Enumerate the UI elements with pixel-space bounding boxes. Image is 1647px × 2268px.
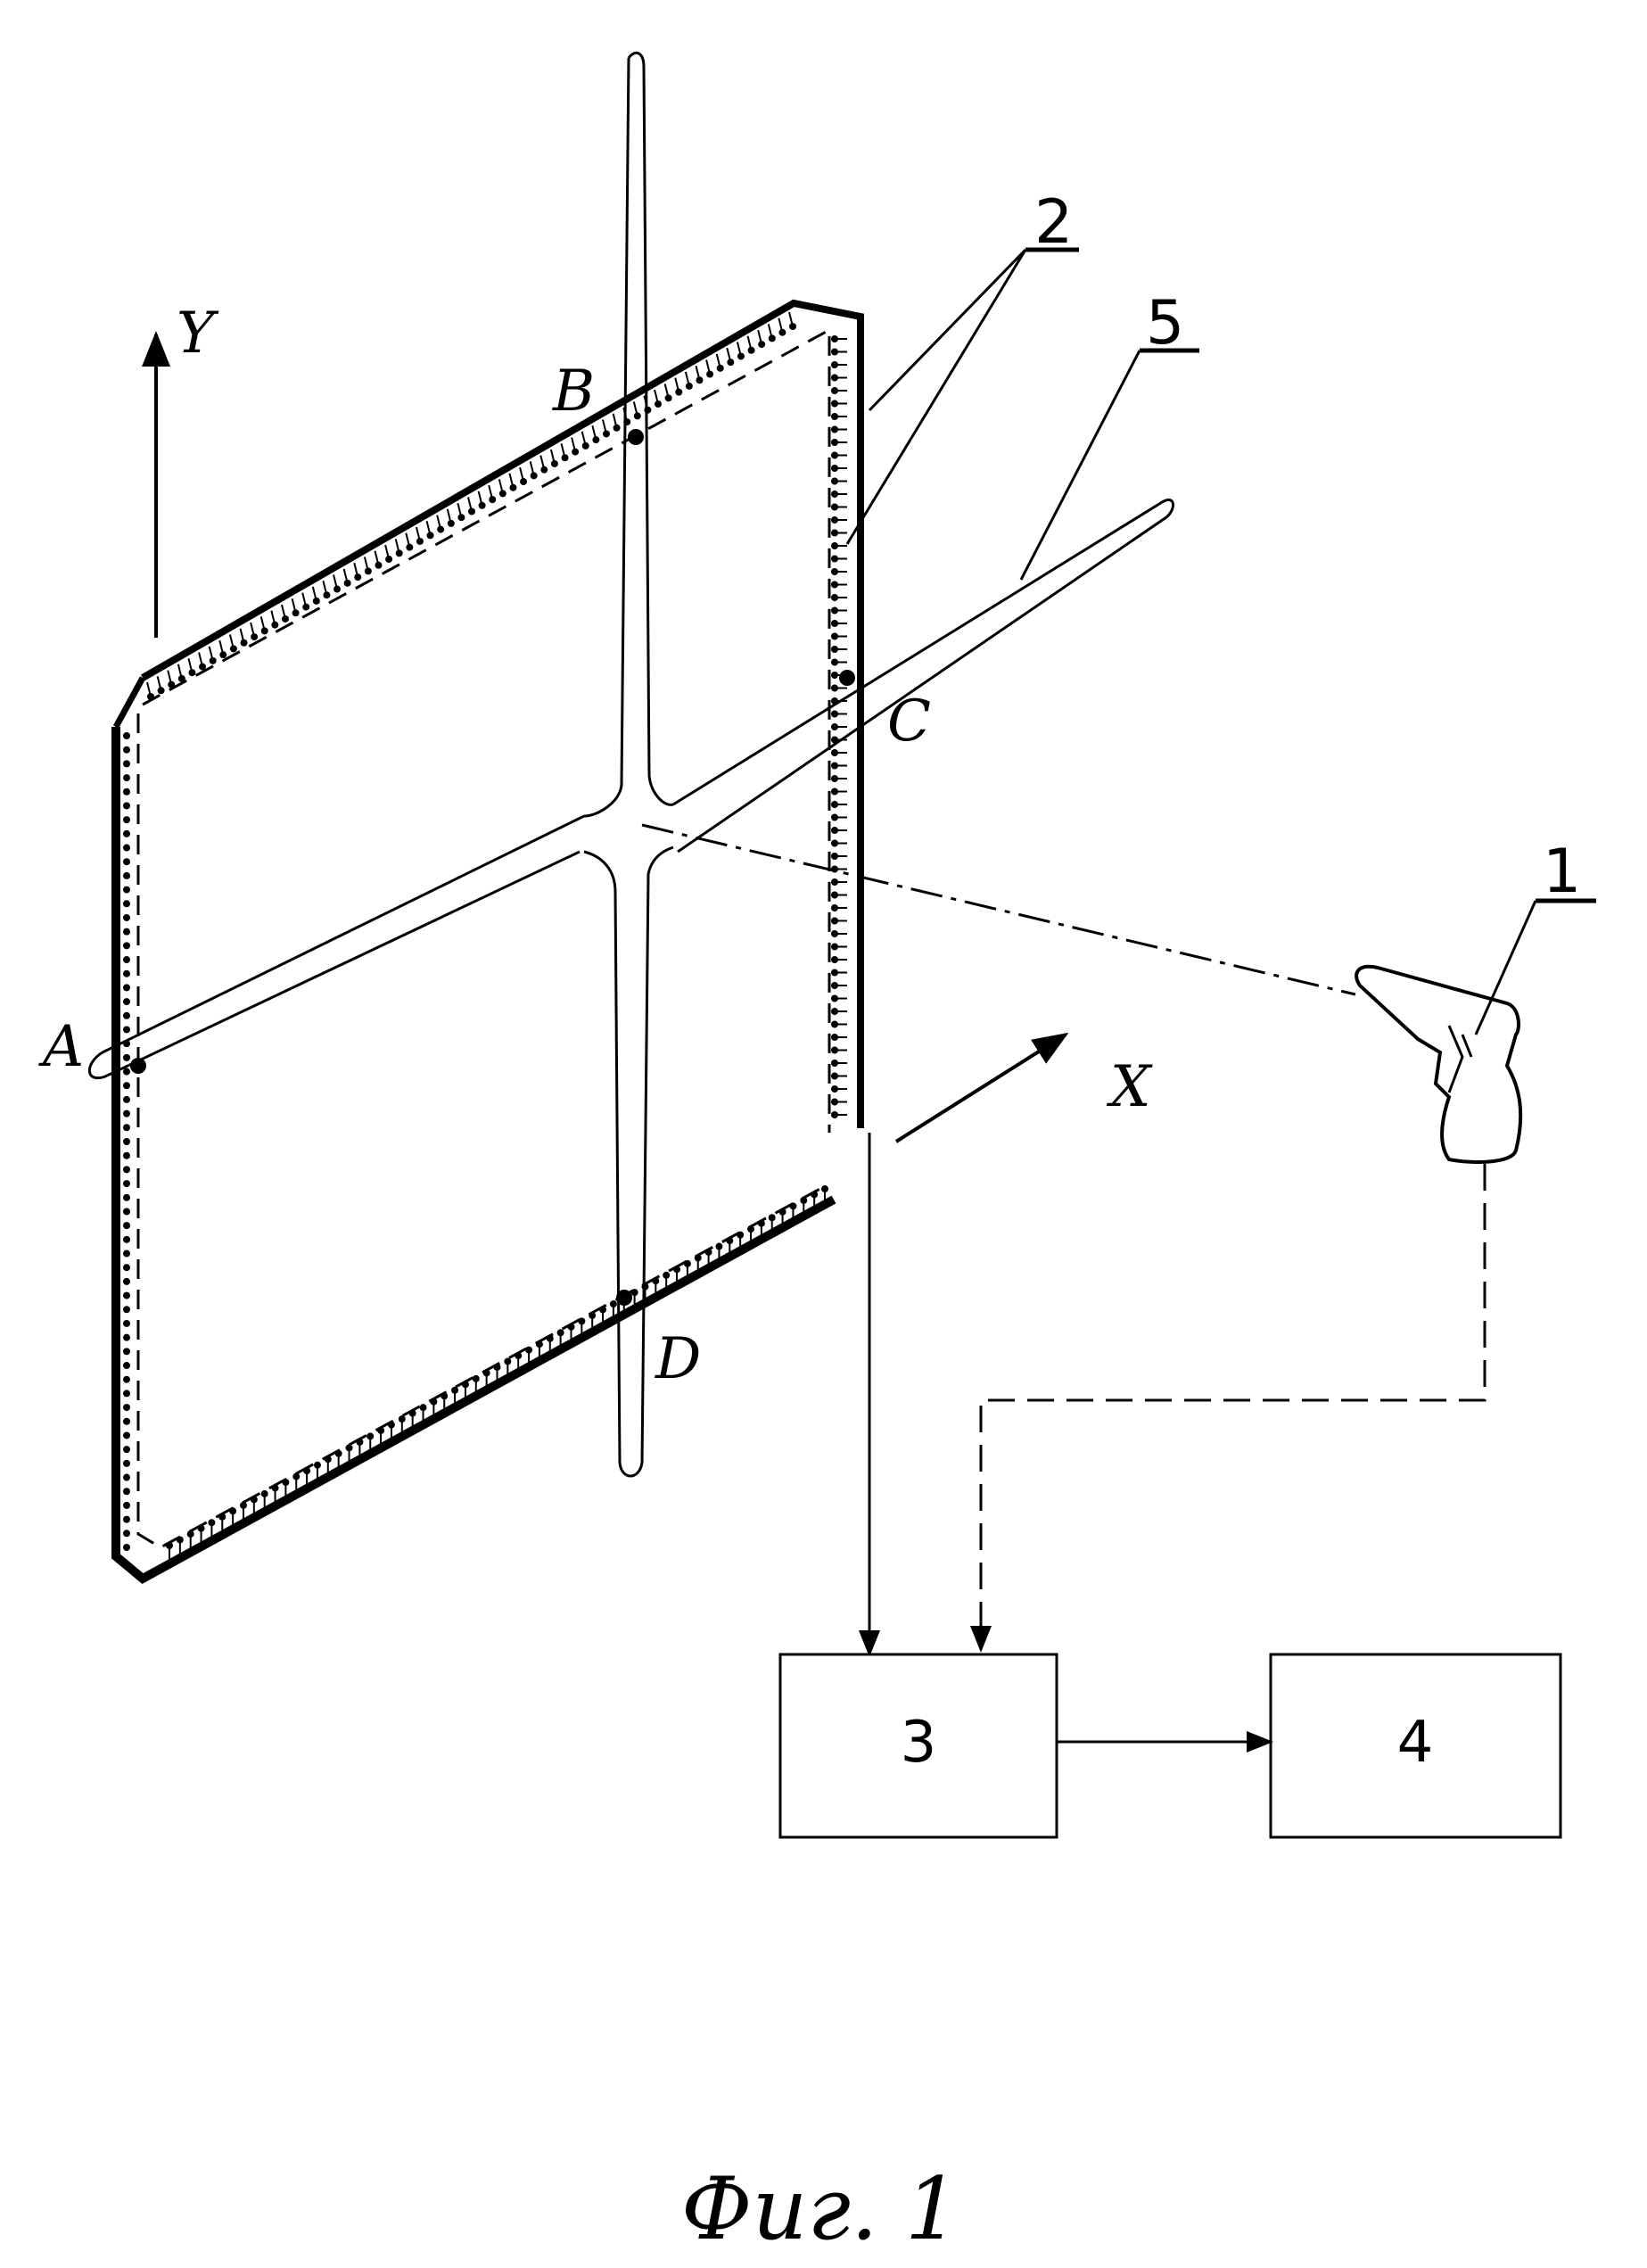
sensor-dot	[123, 788, 130, 796]
sensor-dot	[123, 845, 130, 852]
sensor-dot	[123, 1460, 130, 1467]
y-axis-label: Y	[177, 301, 219, 367]
point-c-dot	[839, 670, 855, 686]
point-b-dot	[628, 429, 644, 445]
sensor-dot	[123, 1068, 130, 1076]
sensor-dot	[123, 1194, 130, 1201]
sensor-dot	[123, 1124, 130, 1131]
sensor-dot	[123, 1180, 130, 1187]
sensor-dot	[123, 1431, 130, 1439]
block-3-label: 3	[901, 1710, 937, 1776]
point-c-label: C	[887, 689, 931, 755]
sensor-dot	[123, 956, 130, 963]
sensor-dot	[123, 1334, 130, 1341]
sensor-dot	[123, 1404, 130, 1411]
sensor-dot	[123, 830, 130, 837]
point-d-dot	[616, 1290, 632, 1306]
callout-2: 2	[847, 187, 1079, 544]
sensor-dot	[123, 1292, 130, 1299]
target-frame	[116, 303, 861, 1579]
sensor-dot	[123, 1306, 130, 1313]
sensor-dot	[123, 1026, 130, 1033]
sensor-dot	[123, 732, 130, 739]
sensor-dot	[123, 1054, 130, 1061]
sensor-dot	[123, 914, 130, 921]
sensor-dot	[123, 887, 130, 894]
sensor-dot	[123, 1250, 130, 1258]
gun-signal-line	[981, 1164, 1485, 1650]
callout-5: 5	[1021, 288, 1199, 580]
sensor-dot	[123, 1278, 130, 1285]
x-axis-label: X	[1106, 1054, 1153, 1120]
sensor-dot	[123, 1530, 130, 1537]
sensor-dot	[123, 1376, 130, 1383]
sensor-dot	[123, 984, 130, 991]
sensor-dot	[123, 970, 130, 977]
point-a-dot	[130, 1058, 146, 1074]
sensor-dot	[123, 802, 130, 809]
sensor-dot	[123, 858, 130, 865]
sensor-dot	[123, 1544, 130, 1551]
aim-line	[642, 825, 1355, 994]
callout-5-label: 5	[1146, 288, 1184, 359]
sensor-dot	[123, 816, 130, 823]
sensor-dot	[123, 1362, 130, 1369]
callout-2-label: 2	[1034, 187, 1073, 258]
sensor-dot	[123, 1418, 130, 1425]
frame-sensors	[123, 312, 847, 1565]
sensor-dot	[123, 942, 130, 949]
sensor-dot	[123, 1110, 130, 1118]
sensor-dot	[123, 900, 130, 907]
sensor-dot	[123, 1488, 130, 1495]
sensor-dot	[123, 1474, 130, 1481]
point-a-label: A	[38, 1014, 84, 1080]
sensor-dot	[123, 1222, 130, 1229]
sensor-dot	[123, 1138, 130, 1145]
sensor-dot	[123, 760, 130, 767]
callout-1-label: 1	[1543, 837, 1581, 907]
sensor-dot	[123, 1208, 130, 1215]
sensor-dot	[123, 1236, 130, 1243]
sensor-dot	[123, 1502, 130, 1509]
sensor-dot	[123, 1096, 130, 1103]
sensor-dot	[123, 872, 130, 879]
point-d-label: D	[655, 1326, 701, 1392]
contact-points	[130, 429, 855, 1306]
light-gun-icon	[1356, 967, 1520, 1162]
sensor-dot	[123, 1264, 130, 1271]
sensor-dot	[123, 1320, 130, 1327]
sensor-dot	[123, 928, 130, 936]
sensor-dot	[123, 1152, 130, 1159]
sensor-dot	[123, 1348, 130, 1355]
sensor-dot	[123, 774, 130, 781]
sensor-dot	[123, 1166, 130, 1173]
sensor-dot	[123, 1446, 130, 1453]
x-axis-arrow	[896, 1035, 1066, 1142]
figure-caption: Фиг. 1	[681, 2159, 959, 2259]
sensor-dot	[123, 998, 130, 1005]
sensor-dot	[123, 1012, 130, 1019]
sensor-dot	[123, 1516, 130, 1523]
callout-1: 1	[1476, 837, 1596, 1035]
sensor-dot	[123, 1082, 130, 1089]
block-4-label: 4	[1397, 1710, 1434, 1776]
point-b-label: B	[552, 359, 595, 425]
sensor-dot	[123, 746, 130, 754]
sensor-dot	[123, 1390, 130, 1397]
